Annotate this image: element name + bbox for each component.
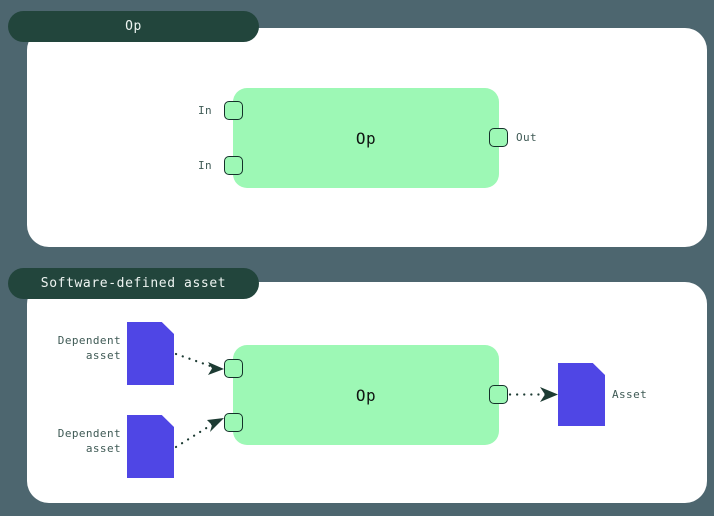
op-node-label-bottom: Op (355, 385, 377, 405)
dependent-asset-label-2-line1: Dependent (57, 427, 121, 440)
input-port-2-label: In (198, 159, 213, 172)
output-port-1-label: Out (516, 131, 538, 144)
input-port-1[interactable] (224, 101, 243, 120)
asset-icon[interactable] (558, 363, 605, 426)
input-port-2[interactable] (224, 156, 243, 175)
output-port-2[interactable] (489, 385, 508, 404)
output-port-1[interactable] (489, 128, 508, 147)
panel-tab-op[interactable]: Op (8, 11, 259, 42)
dependent-asset-label-2: Dependent asset (35, 426, 121, 456)
op-node-label: Op (355, 128, 377, 148)
asset-label: Asset (612, 388, 648, 401)
input-port-3[interactable] (224, 359, 243, 378)
op-node-bottom[interactable]: Op (233, 345, 499, 445)
panel-tab-software-defined-asset[interactable]: Software-defined asset (8, 268, 259, 299)
input-port-4[interactable] (224, 413, 243, 432)
dependent-asset-label-1-line1: Dependent (57, 334, 121, 347)
op-node-top[interactable]: Op (233, 88, 499, 188)
dependent-asset-label-2-line2: asset (85, 442, 121, 455)
dependent-asset-label-1: Dependent asset (35, 333, 121, 363)
dependent-asset-icon-1[interactable] (127, 322, 174, 385)
dependent-asset-icon-2[interactable] (127, 415, 174, 478)
dependent-asset-label-1-line2: asset (85, 349, 121, 362)
input-port-1-label: In (198, 104, 213, 117)
